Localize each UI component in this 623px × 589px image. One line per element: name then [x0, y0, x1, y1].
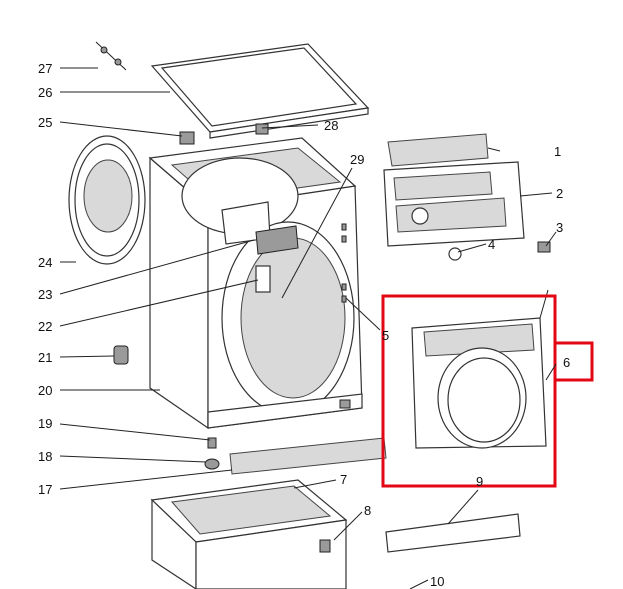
- label-7: 7: [340, 472, 347, 487]
- label-3: 3: [556, 220, 563, 235]
- label-17: 17: [38, 482, 52, 497]
- selector-knob: [448, 247, 462, 261]
- label-18: 18: [38, 449, 52, 464]
- label-24: 24: [38, 255, 52, 270]
- label-19: 19: [38, 416, 52, 431]
- label-4: 4: [488, 237, 495, 252]
- label-8: 8: [364, 503, 371, 518]
- highlight-box-label: [553, 341, 594, 382]
- cabinet-body: [148, 137, 363, 430]
- label-26: 26: [38, 85, 52, 100]
- small-switch: [537, 241, 551, 253]
- part-labels: 27 26 25 28 29 1 2 3 4 5 6 24 23 22 21 2…: [38, 61, 570, 589]
- small-bracket: [255, 123, 269, 135]
- label-29: 29: [350, 152, 364, 167]
- top-lid: [150, 43, 370, 139]
- filter-panel: [385, 513, 521, 553]
- control-board: [383, 161, 525, 247]
- label-28: 28: [324, 118, 338, 133]
- label-22: 22: [38, 319, 52, 334]
- front-panel: [411, 289, 549, 449]
- control-housing: [387, 133, 489, 167]
- base-pedestal: [150, 479, 348, 589]
- hinge-clip: [179, 131, 195, 145]
- hose-fitting: [95, 41, 127, 71]
- label-21: 21: [38, 350, 52, 365]
- label-25: 25: [38, 115, 52, 130]
- kick-plate: [229, 437, 387, 475]
- highlight-box-panel: [381, 294, 557, 488]
- label-23: 23: [38, 287, 52, 302]
- label-5: 5: [382, 328, 389, 343]
- feet: [204, 437, 220, 470]
- label-2: 2: [556, 186, 563, 201]
- leader-lines: [59, 67, 557, 589]
- porthole-door: [68, 135, 146, 265]
- door-lock: [113, 345, 129, 365]
- label-1: 1: [554, 144, 561, 159]
- label-20: 20: [38, 383, 52, 398]
- label-10: 10: [430, 574, 444, 589]
- label-6: 6: [563, 355, 570, 370]
- label-9: 9: [476, 474, 483, 489]
- label-27: 27: [38, 61, 52, 76]
